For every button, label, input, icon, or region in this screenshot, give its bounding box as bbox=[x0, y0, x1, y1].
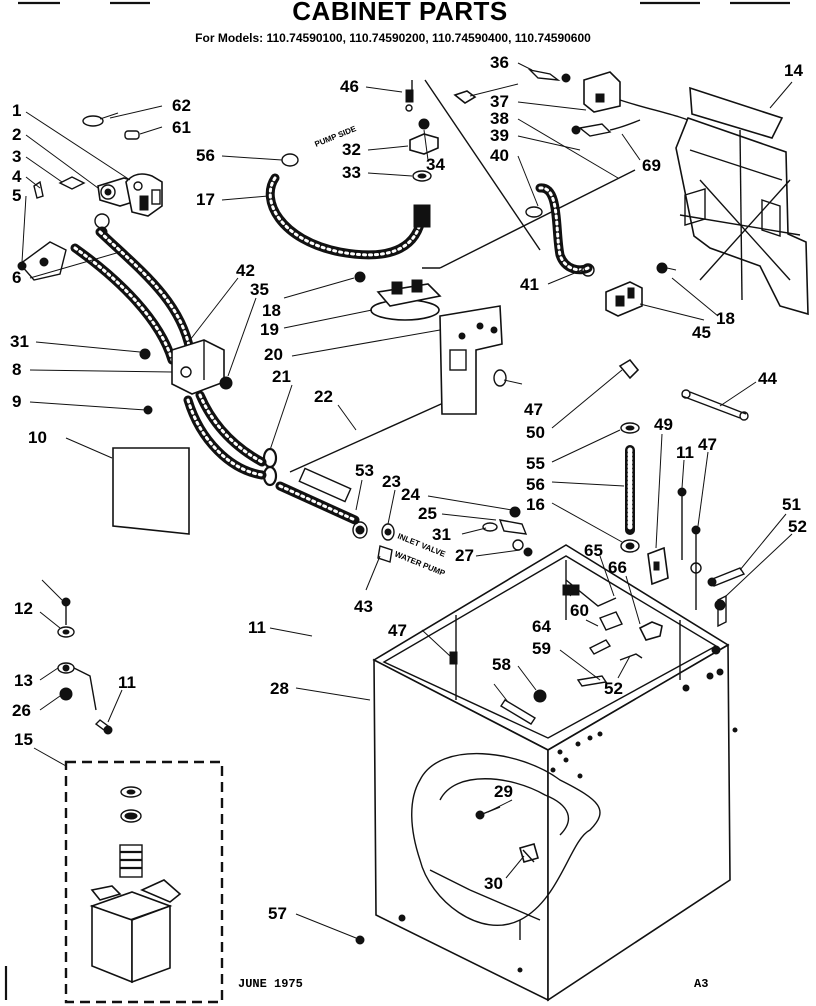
callout-32: 32 bbox=[342, 140, 361, 159]
inlet-block bbox=[139, 339, 233, 415]
models-subtitle: For Models: 110.74590100, 110.74590200, … bbox=[195, 31, 591, 45]
callout-41: 41 bbox=[520, 275, 539, 294]
callout-15: 15 bbox=[14, 730, 33, 749]
callout-58: 58 bbox=[492, 655, 511, 674]
callout-36: 35 bbox=[250, 280, 269, 299]
callout-29: 29 bbox=[494, 782, 513, 801]
callout-56: 56 bbox=[196, 146, 215, 165]
callout-8: 8 bbox=[12, 360, 21, 379]
small-hardware-cluster bbox=[482, 506, 533, 557]
callout-24: 24 bbox=[401, 485, 420, 504]
timer-wiring-parts bbox=[422, 68, 701, 277]
callout-1: 1 bbox=[12, 101, 21, 120]
footer-date: JUNE 1975 bbox=[238, 977, 303, 991]
callout-50: 51 bbox=[782, 495, 801, 514]
callout-52: 52 bbox=[604, 679, 623, 698]
callout-65: 66 bbox=[608, 558, 627, 577]
callout-13: 13 bbox=[14, 671, 33, 690]
callout-53: 53 bbox=[355, 461, 374, 480]
leader-lines bbox=[21, 62, 793, 939]
callout-5: 5 bbox=[12, 186, 21, 205]
callout-11-left: 11 bbox=[248, 618, 266, 637]
callout-31-center: 31 bbox=[432, 525, 451, 544]
callout-34: 34 bbox=[426, 155, 445, 174]
callout-39: 39 bbox=[490, 126, 509, 145]
callout-64: 65 bbox=[584, 541, 603, 560]
callout-62: 62 bbox=[172, 96, 191, 115]
kit-parts bbox=[89, 786, 182, 984]
callout-11-lower: 11 bbox=[118, 673, 136, 692]
kit-dashed-box bbox=[64, 760, 224, 1004]
diagram-title: CABINET PARTS bbox=[292, 0, 507, 26]
callout-35: 36 bbox=[490, 53, 509, 72]
footer-code: A3 bbox=[694, 977, 708, 991]
callout-21: 21 bbox=[272, 367, 291, 386]
switch-bracket bbox=[439, 305, 507, 415]
callout-43: 45 bbox=[692, 323, 711, 342]
callout-23: 23 bbox=[382, 472, 401, 491]
right-hardware bbox=[618, 358, 749, 628]
pressure-switch bbox=[354, 271, 442, 321]
callout-61: 61 bbox=[172, 118, 191, 137]
callout-9: 9 bbox=[12, 392, 21, 411]
callout-26: 26 bbox=[12, 701, 31, 720]
callout-66: 69 bbox=[642, 156, 661, 175]
callout-59: 59 bbox=[532, 639, 551, 658]
callout-11-right: 11 bbox=[676, 443, 694, 462]
callout-28: 28 bbox=[270, 679, 289, 698]
callout-numbers: 62 61 1 2 3 4 5 6 31 8 9 10 17 56 42 35 … bbox=[10, 53, 807, 923]
callout-63: 64 bbox=[532, 617, 551, 636]
callout-55: 56 bbox=[526, 475, 545, 494]
callout-12: 12 bbox=[14, 599, 33, 618]
air-dome-hose bbox=[265, 153, 431, 260]
callout-16: 16 bbox=[526, 495, 545, 514]
callout-51: 52 bbox=[788, 517, 807, 536]
callout-25: 25 bbox=[418, 504, 437, 523]
callout-18-right: 18 bbox=[716, 309, 735, 328]
callout-4: 4 bbox=[12, 167, 22, 186]
callout-33: 33 bbox=[342, 163, 361, 182]
rear-panel bbox=[675, 86, 809, 316]
inlet-hose bbox=[275, 467, 395, 563]
fill-hoses bbox=[70, 227, 267, 480]
relay-bracket bbox=[605, 262, 677, 317]
callout-6: 6 bbox=[12, 268, 21, 287]
callout-46: 43 bbox=[354, 597, 373, 616]
callout-30: 30 bbox=[484, 874, 503, 893]
callout-42: 44 bbox=[758, 369, 777, 388]
callout-27: 27 bbox=[455, 546, 474, 565]
callout-47-cabinet: 47 bbox=[388, 621, 407, 640]
callout-40: 40 bbox=[490, 146, 509, 165]
callout-44: 47 bbox=[524, 400, 543, 419]
callout-57: 57 bbox=[268, 904, 287, 923]
callout-54: 55 bbox=[526, 454, 545, 473]
callout-48: 49 bbox=[654, 415, 673, 434]
callout-49: 50 bbox=[526, 423, 545, 442]
cabinet-body bbox=[355, 544, 738, 1002]
callout-45: 42 bbox=[236, 261, 255, 280]
callout-10: 10 bbox=[28, 428, 47, 447]
callout-17: 17 bbox=[196, 190, 215, 209]
callout-60: 60 bbox=[570, 601, 589, 620]
callout-31-left: 31 bbox=[10, 332, 29, 351]
lower-left-hardware bbox=[57, 597, 113, 735]
callout-3: 3 bbox=[12, 147, 21, 166]
callout-20: 20 bbox=[264, 345, 283, 364]
callout-47-right: 47 bbox=[698, 435, 717, 454]
callout-18-left: 18 bbox=[262, 301, 281, 320]
access-panel bbox=[112, 447, 190, 535]
callout-14: 14 bbox=[784, 61, 803, 80]
callout-2: 2 bbox=[12, 125, 21, 144]
pressure-switch-parts bbox=[405, 79, 541, 251]
callout-22: 22 bbox=[314, 387, 333, 406]
callout-38: 38 bbox=[490, 109, 509, 128]
callout-37: 37 bbox=[490, 92, 509, 111]
callout-19: 19 bbox=[260, 320, 279, 339]
callout-47-top: 46 bbox=[340, 77, 359, 96]
